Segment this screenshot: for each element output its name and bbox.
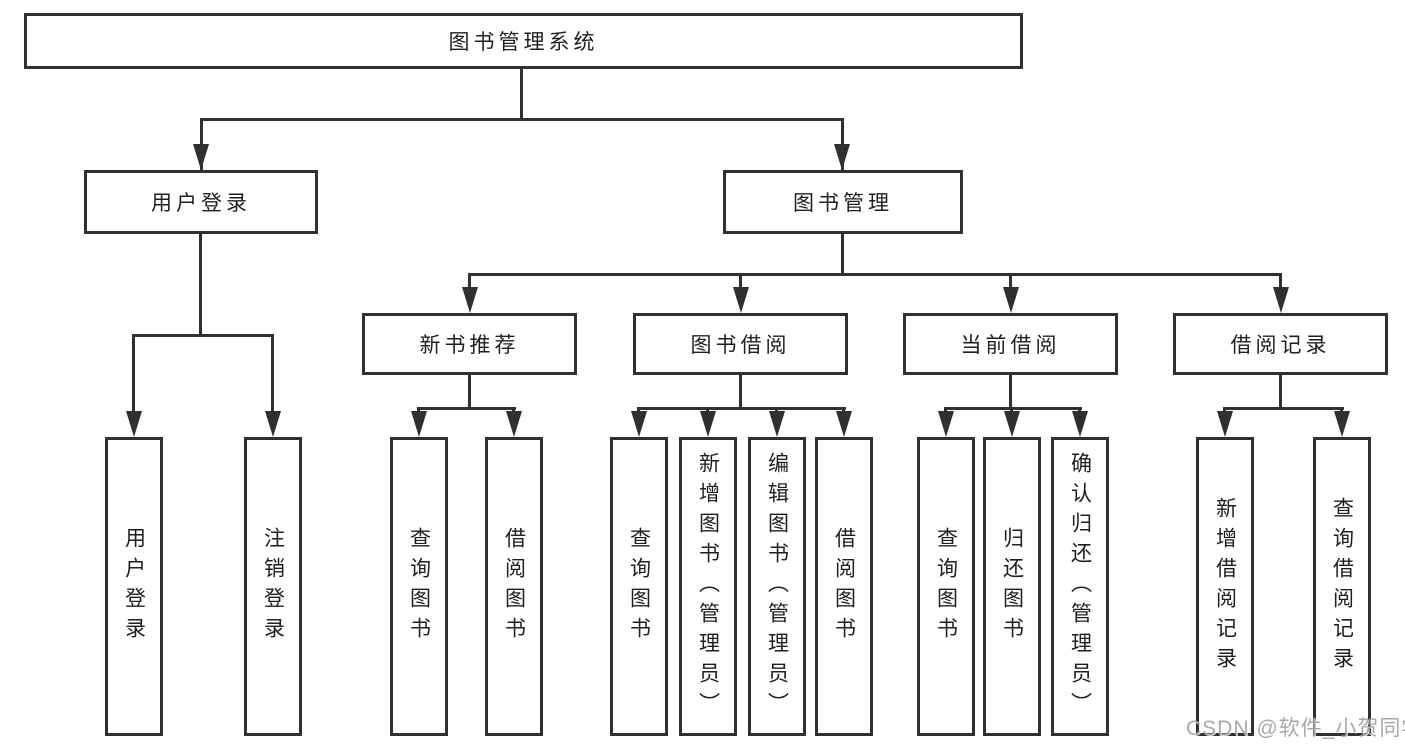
arrow-down-icon bbox=[836, 411, 852, 437]
connector-bracket bbox=[1223, 407, 1344, 410]
node-label: 查询图书 bbox=[627, 526, 651, 647]
node-label: 借阅图书 bbox=[502, 526, 526, 647]
node-label: 图书管理系统 bbox=[448, 31, 599, 54]
connector-bracket bbox=[944, 407, 1082, 410]
connector-stub bbox=[271, 334, 274, 411]
connector-stub bbox=[1009, 273, 1012, 293]
arrow-down-icon bbox=[700, 411, 716, 437]
leaf-edit-book-admin: 编辑图书（管理员） bbox=[748, 437, 806, 736]
node-label: 确认归还（管理员） bbox=[1068, 451, 1092, 722]
node-label: 查询图书 bbox=[407, 526, 431, 647]
arrow-down-icon bbox=[1273, 287, 1289, 313]
node-label: 编辑图书（管理员） bbox=[765, 451, 789, 722]
arrow-down-icon bbox=[506, 411, 522, 437]
node-current-borrowing: 当前借阅 bbox=[903, 313, 1118, 375]
node-label: 图书借阅 bbox=[690, 334, 791, 357]
connector-stub bbox=[132, 334, 135, 411]
arrow-down-icon bbox=[1334, 411, 1350, 437]
connector-drop bbox=[739, 375, 742, 409]
arrow-down-icon bbox=[265, 411, 281, 437]
arrow-down-icon bbox=[938, 411, 954, 437]
connector-bracket bbox=[417, 407, 516, 410]
connector-bookmgmt-drop bbox=[841, 234, 844, 275]
node-label: 新增借阅记录 bbox=[1213, 496, 1237, 677]
leaf-query-books-3: 查询图书 bbox=[917, 437, 975, 736]
connector-userlogin-drop bbox=[199, 234, 202, 336]
node-label: 新增图书（管理员） bbox=[696, 451, 720, 722]
arrow-down-icon bbox=[834, 144, 850, 170]
connector-bracket bbox=[637, 407, 846, 410]
leaf-query-books-1: 查询图书 bbox=[390, 437, 448, 736]
node-label: 归还图书 bbox=[1000, 526, 1024, 647]
node-label: 用户登录 bbox=[151, 192, 251, 215]
leaf-borrow-books-2: 借阅图书 bbox=[815, 437, 873, 736]
node-label: 注销登录 bbox=[261, 526, 285, 647]
node-label: 用户登录 bbox=[122, 526, 146, 647]
leaf-borrow-books-1: 借阅图书 bbox=[485, 437, 543, 736]
node-book-management: 图书管理 bbox=[723, 170, 963, 234]
connector-root-drop bbox=[520, 68, 523, 120]
connector-stub bbox=[468, 273, 471, 293]
arrow-down-icon bbox=[126, 411, 142, 437]
connector-level2-bracket bbox=[200, 118, 844, 121]
arrow-down-icon bbox=[1072, 411, 1088, 437]
arrow-down-icon bbox=[193, 144, 209, 170]
node-new-book-recommend: 新书推荐 bbox=[362, 313, 577, 375]
node-label: 借阅图书 bbox=[832, 526, 856, 647]
node-label: 图书管理 bbox=[793, 192, 893, 215]
arrow-down-icon bbox=[1003, 287, 1019, 313]
arrow-down-icon bbox=[733, 287, 749, 313]
connector-stub bbox=[1279, 273, 1282, 293]
leaf-add-borrow-record: 新增借阅记录 bbox=[1196, 437, 1254, 736]
node-library-management-system: 图书管理系统 bbox=[24, 13, 1023, 69]
leaf-return-book: 归还图书 bbox=[983, 437, 1041, 736]
leaf-query-borrow-record: 查询借阅记录 bbox=[1313, 437, 1371, 736]
node-label: 查询借阅记录 bbox=[1330, 496, 1354, 677]
arrow-down-icon bbox=[1217, 411, 1233, 437]
leaf-query-books-2: 查询图书 bbox=[610, 437, 668, 736]
arrow-down-icon bbox=[462, 287, 478, 313]
connector-drop bbox=[468, 375, 471, 409]
node-label: 当前借阅 bbox=[960, 334, 1061, 357]
leaf-user-login: 用户登录 bbox=[105, 437, 163, 736]
arrow-down-icon bbox=[769, 411, 785, 437]
connector-drop bbox=[1009, 375, 1012, 409]
watermark-text: CSDN @软件_小贺同学 bbox=[1186, 717, 1405, 740]
leaf-add-book-admin: 新增图书（管理员） bbox=[679, 437, 737, 736]
node-borrowing-records: 借阅记录 bbox=[1173, 313, 1388, 375]
arrow-down-icon bbox=[631, 411, 647, 437]
node-label: 新书推荐 bbox=[419, 334, 520, 357]
connector-userlogin-bracket bbox=[132, 334, 274, 337]
node-label: 查询图书 bbox=[934, 526, 958, 647]
arrow-down-icon bbox=[411, 411, 427, 437]
node-user-login: 用户登录 bbox=[84, 170, 318, 234]
connector-drop bbox=[1279, 375, 1282, 409]
connector-level3-bracket bbox=[468, 273, 1282, 276]
connector-stub bbox=[739, 273, 742, 293]
node-label: 借阅记录 bbox=[1230, 334, 1331, 357]
leaf-confirm-return-admin: 确认归还（管理员） bbox=[1051, 437, 1109, 736]
leaf-logout: 注销登录 bbox=[244, 437, 302, 736]
node-book-borrowing: 图书借阅 bbox=[633, 313, 848, 375]
arrow-down-icon bbox=[1004, 411, 1020, 437]
